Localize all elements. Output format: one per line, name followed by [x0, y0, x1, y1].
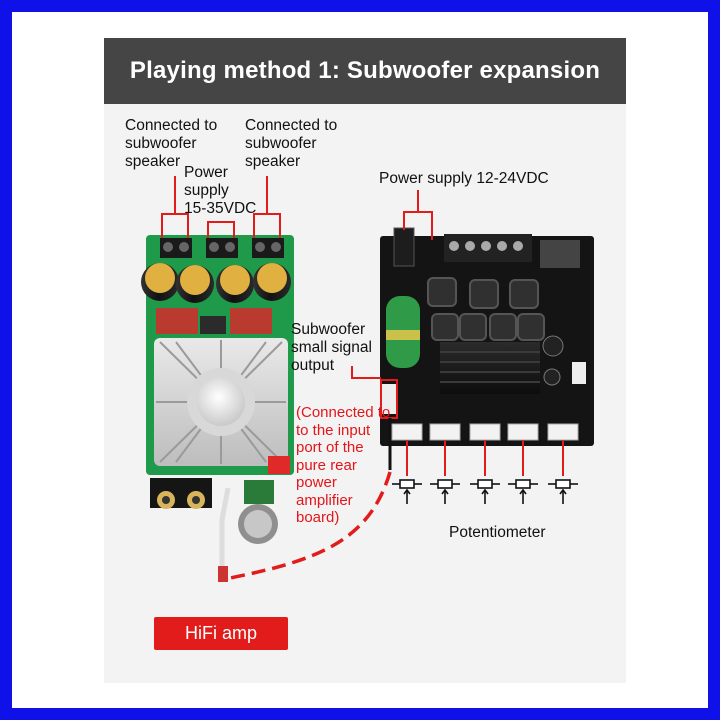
label-power-hifi: Power supply 15-35VDC	[184, 164, 257, 217]
callout-lines	[161, 176, 433, 419]
label-power-board: Power supply 12-24VDC	[379, 170, 549, 187]
subwoofer-board	[380, 227, 594, 446]
label-subwoofer-output: Subwoofer small signal output	[291, 321, 372, 374]
dashed-connection	[229, 471, 392, 580]
potentiometer-symbol	[430, 479, 460, 504]
label-speaker-right: Connected to subwoofer speaker	[245, 117, 338, 170]
badge-label: HiFi amp	[184, 623, 257, 643]
hifi-amp-board	[141, 235, 294, 582]
hifi-amp-badge: HiFi amp	[154, 617, 288, 650]
label-speaker-left: Connected to subwoofer speaker	[125, 117, 218, 170]
potentiometer-symbols	[392, 479, 578, 504]
potentiometer-symbol	[548, 479, 578, 504]
title-bar: Playing method 1: Subwoofer expansion	[104, 38, 626, 104]
potentiometer-lines	[406, 440, 564, 476]
label-potentiometer: Potentiometer	[449, 524, 546, 541]
label-rear-note: (Connected to to the input port of the p…	[296, 404, 391, 526]
page-title: Playing method 1: Subwoofer expansion	[129, 57, 601, 84]
potentiometer-symbol	[508, 479, 538, 504]
potentiometer-symbol	[392, 479, 422, 504]
potentiometer-symbol	[470, 479, 500, 504]
